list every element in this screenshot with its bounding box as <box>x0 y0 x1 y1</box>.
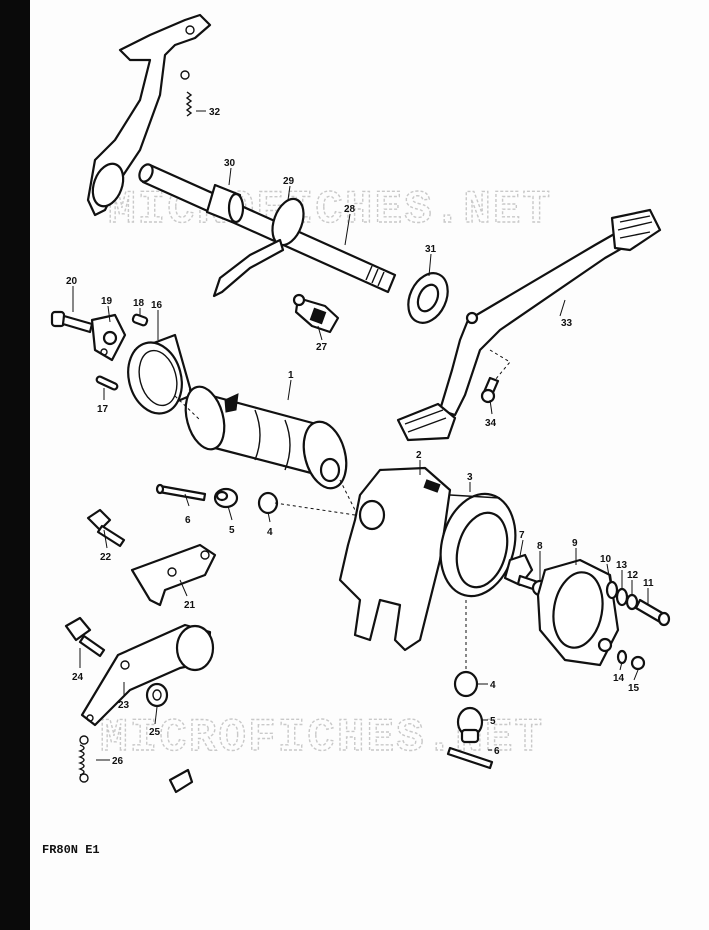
callout-12: 12 <box>627 570 639 581</box>
part-bearing-16 <box>127 333 194 415</box>
part-washer-25 <box>145 682 169 708</box>
part-oil-seal-31 <box>407 272 449 324</box>
part-screw-15 <box>630 655 646 671</box>
part-shift-cam-1 <box>184 385 348 490</box>
callout-14: 14 <box>613 673 625 684</box>
part-cover-9 <box>536 558 620 667</box>
callout-15: 15 <box>628 683 640 694</box>
part-roller-5-bottom <box>456 706 484 744</box>
callout-31: 31 <box>425 244 437 255</box>
callout-34: 34 <box>485 418 497 429</box>
callout-8: 8 <box>537 541 543 552</box>
callout-1: 1 <box>288 370 294 381</box>
part-shift-lever-29 <box>212 197 305 298</box>
part-plate-21 <box>130 543 217 607</box>
callout-4-top: 4 <box>267 527 273 538</box>
callout-24: 24 <box>72 672 84 683</box>
model-caption: FR80N E1 <box>42 843 100 857</box>
callout-5-bottom: 5 <box>490 716 496 727</box>
part-clip-small <box>168 768 194 794</box>
callout-9: 9 <box>572 538 578 549</box>
part-pin-6-bottom <box>446 746 494 770</box>
callout-19: 19 <box>101 296 113 307</box>
part-shift-fork-2 <box>338 466 452 652</box>
callout-5-top: 5 <box>229 525 235 536</box>
callout-3: 3 <box>467 472 473 483</box>
callout-4-bottom: 4 <box>490 680 496 691</box>
part-washer-14 <box>616 649 628 665</box>
part-spring-32 <box>185 91 193 117</box>
part-roller-4-bottom <box>453 670 479 698</box>
part-bolt-11 <box>634 598 671 627</box>
part-shift-shaft-28 <box>138 163 397 294</box>
callout-18: 18 <box>133 298 145 309</box>
part-roller-4-top <box>257 491 279 515</box>
callout-16: 16 <box>151 300 163 311</box>
left-border-bar <box>0 0 30 930</box>
callout-17: 17 <box>97 404 109 415</box>
leader-lines <box>72 110 649 761</box>
part-bolt-34 <box>480 376 500 404</box>
callout-26: 26 <box>112 756 124 767</box>
part-bolt-24 <box>64 616 106 658</box>
part-fork-body-3 <box>439 492 517 598</box>
callout-10: 10 <box>600 554 612 565</box>
callout-21: 21 <box>184 600 196 611</box>
callout-28: 28 <box>344 204 356 215</box>
part-switch-27 <box>292 293 340 334</box>
callout-32: 32 <box>209 107 221 118</box>
callout-22: 22 <box>100 552 112 563</box>
callout-23: 23 <box>118 700 130 711</box>
callout-25: 25 <box>149 727 161 738</box>
callout-13: 13 <box>616 560 628 571</box>
part-plate-19 <box>90 313 127 362</box>
part-shift-arm-bracket <box>86 13 212 217</box>
callout-labels: 32 30 29 28 31 20 19 18 16 1 27 33 34 17… <box>66 107 654 767</box>
callout-6-bottom: 6 <box>494 746 500 757</box>
part-pin-18 <box>131 313 149 327</box>
callout-30: 30 <box>224 158 236 169</box>
part-collar-30 <box>205 183 245 224</box>
callout-7: 7 <box>519 530 525 541</box>
part-spring-26 <box>78 735 89 783</box>
callout-11: 11 <box>643 578 654 589</box>
callout-27: 27 <box>316 342 328 353</box>
part-roller-5-top <box>213 487 239 509</box>
part-washer-13 <box>615 587 629 607</box>
part-bolt-20 <box>50 310 94 334</box>
callout-33: 33 <box>561 318 573 329</box>
callout-6-top: 6 <box>185 515 191 526</box>
part-washer-10 <box>605 580 619 600</box>
callout-29: 29 <box>283 176 295 187</box>
callout-20: 20 <box>66 276 78 287</box>
callout-2: 2 <box>416 450 422 461</box>
part-shift-pedal-33 <box>396 208 662 442</box>
part-pin-17 <box>95 375 119 391</box>
part-pin-6-top <box>155 483 207 502</box>
part-arm-23 <box>80 623 215 727</box>
